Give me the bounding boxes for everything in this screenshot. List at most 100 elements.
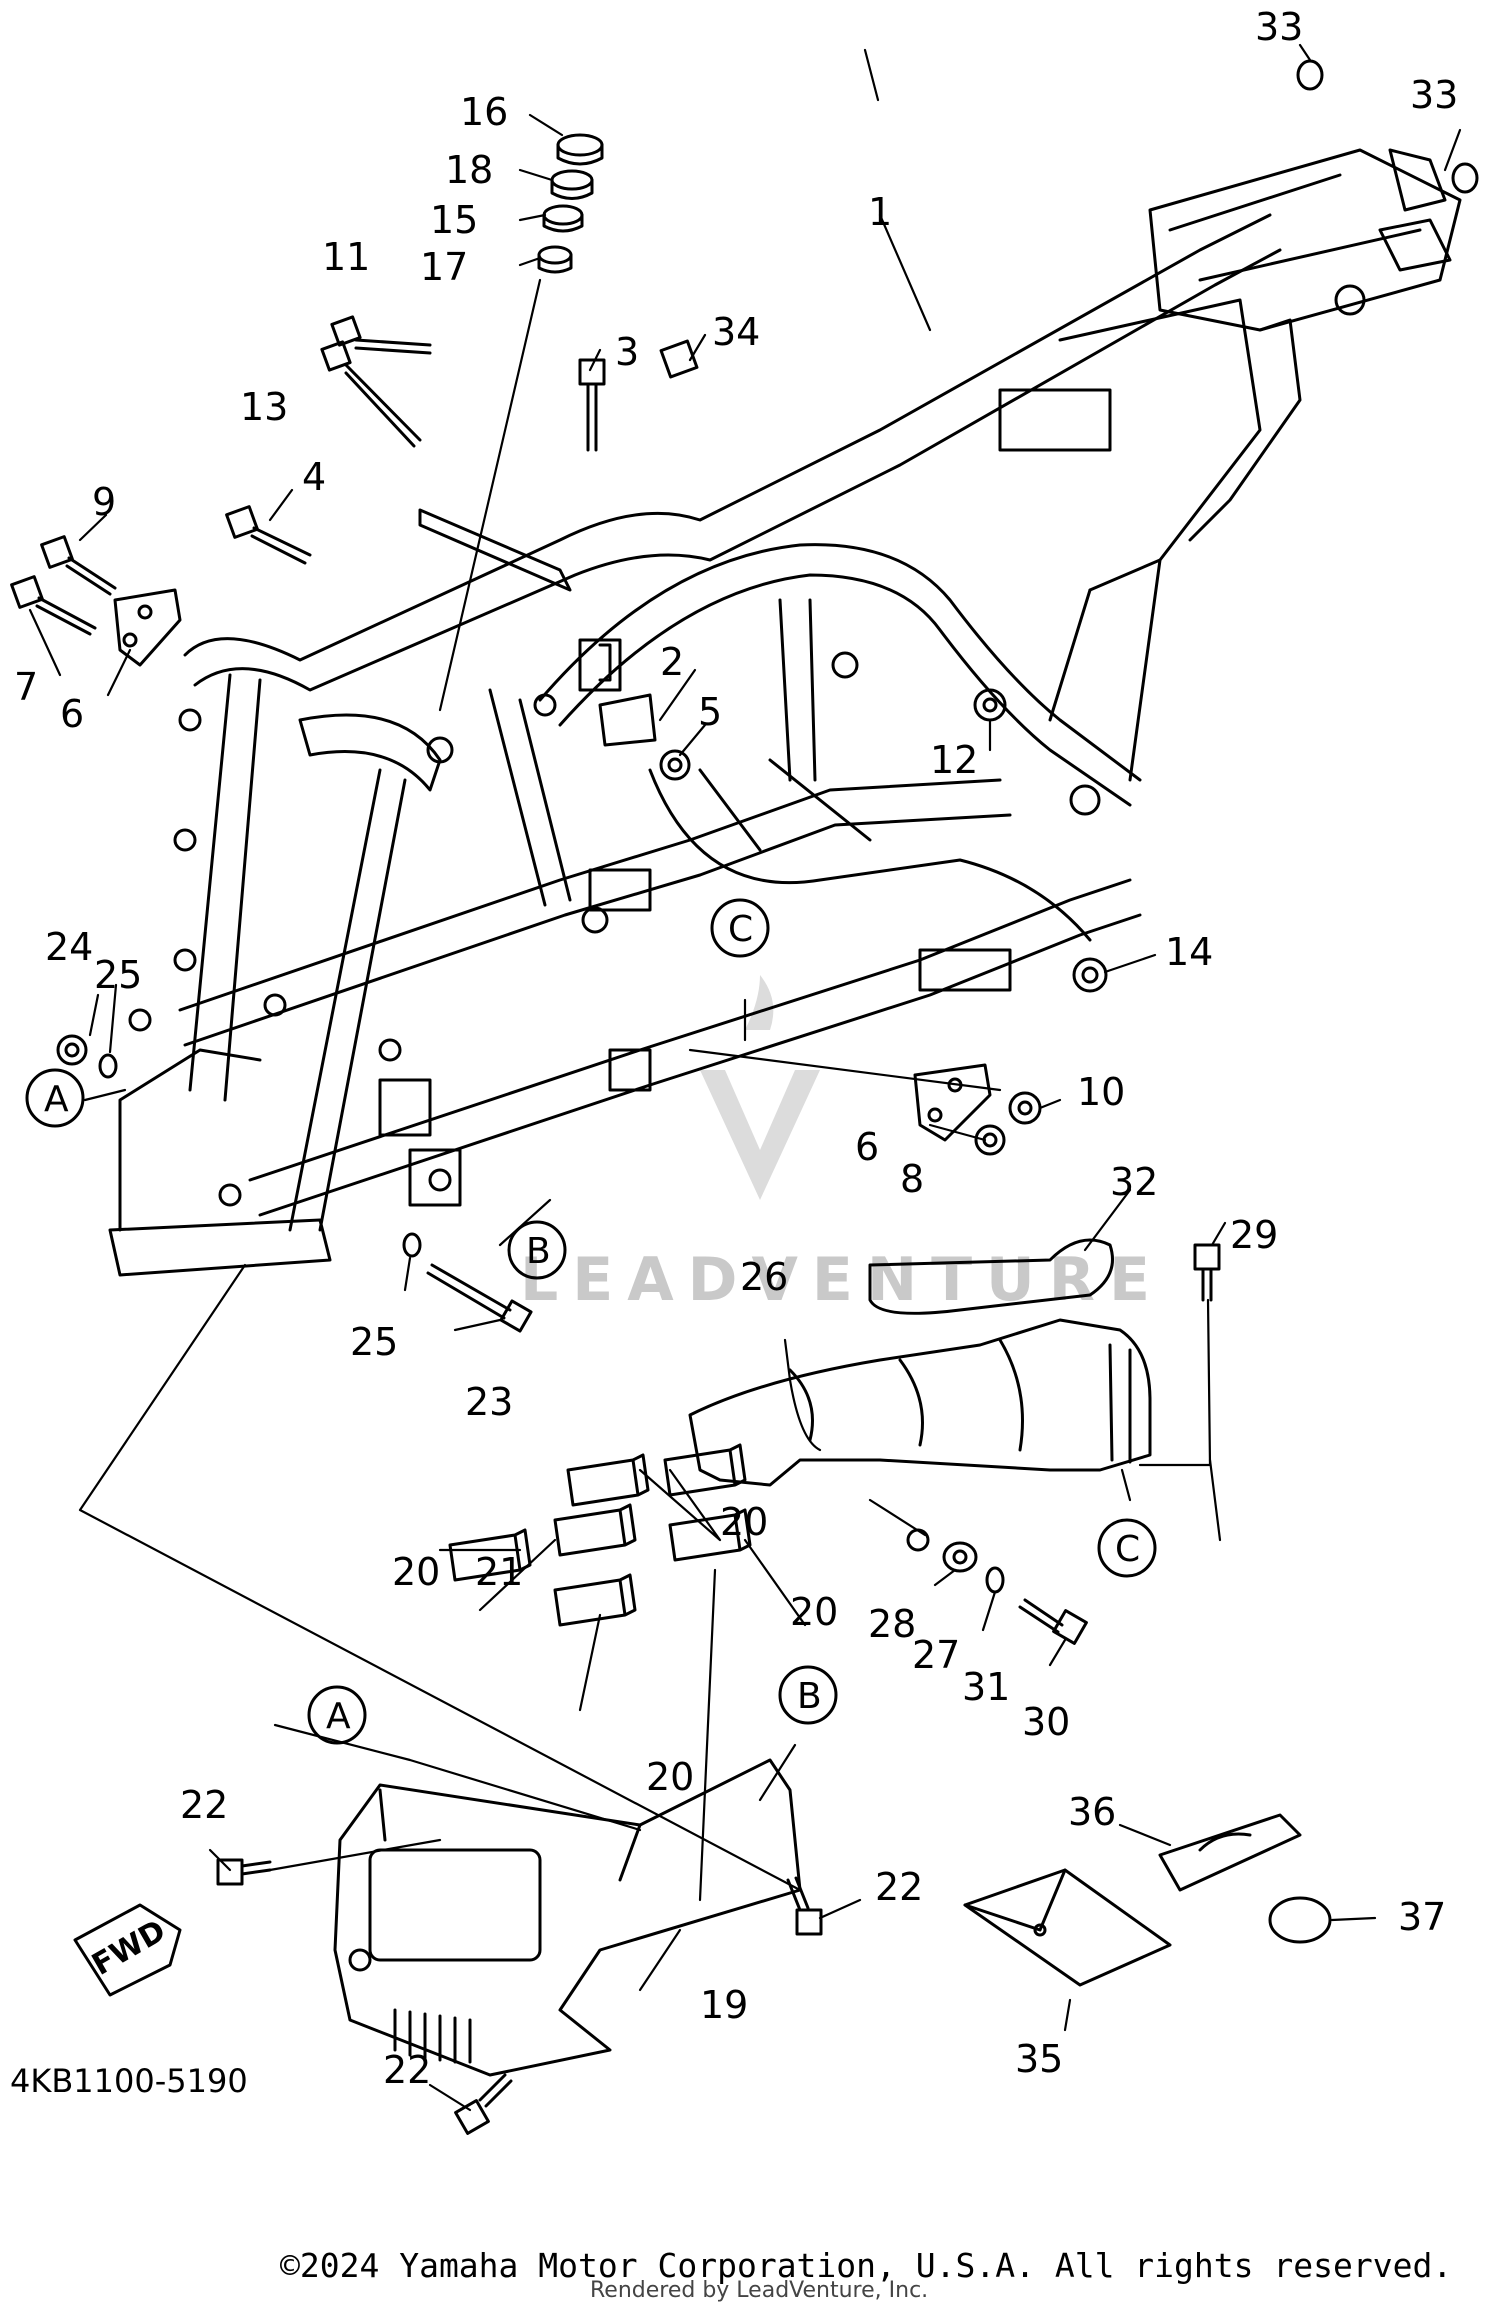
callout-33b: 33 [1410,73,1458,117]
bolt-29-icon [1193,1243,1221,1302]
svg-text:C: C [1115,1529,1140,1570]
callout-22c: 22 [383,2048,431,2092]
nut-5-icon [659,749,691,781]
callout-35: 35 [1015,2037,1063,2081]
callout-14: 14 [1165,930,1213,974]
frame-fasteners [10,59,1479,2135]
ref-marker-b2: B [778,1665,838,1725]
damper-20-c-icon [663,1443,747,1497]
callout-13: 13 [240,385,288,429]
callout-4: 4 [302,455,326,499]
ref-marker-c2: C [1097,1518,1157,1578]
callout-20b: 20 [392,1550,440,1594]
collar-33b-icon [1451,162,1479,194]
bolt-22a-icon [216,1858,272,1886]
owners-manual-35 [963,1868,1172,1987]
callout-9: 9 [92,480,116,524]
small-parts-27-28-31 [906,1528,1005,1594]
callout-30: 30 [1022,1700,1070,1744]
svg-text:C: C [728,909,753,950]
callout-20d: 20 [646,1755,694,1799]
callout-31: 31 [962,1665,1010,1709]
copyright-notice: ©2024 Yamaha Motor Corporation, U.S.A. A… [280,2246,1453,2285]
nut-14-icon [1072,957,1108,993]
insulator-32 [868,1238,1114,1315]
callout-24: 24 [45,925,93,969]
callout-11: 11 [322,235,370,279]
callout-36: 36 [1068,1790,1116,1834]
spacer-18-icon [550,169,594,200]
callout-26: 26 [740,1255,788,1299]
fwd-label: FWD [86,1913,171,1983]
part-code-label: 4KB1100-5190 [10,2062,248,2100]
bolt-4-icon [225,505,312,565]
callout-22b: 22 [875,1865,923,1909]
bolt-11-icon [330,315,432,355]
svg-text:B: B [797,1676,822,1717]
ref-marker-c1: C [710,898,770,958]
damper-27-icon [942,1541,978,1573]
bolt-9-icon [40,535,117,596]
svg-text:B: B [526,1231,551,1272]
svg-text:A: A [326,1696,351,1737]
callout-23: 23 [465,1380,513,1424]
callout-numbers: 33 33 1 16 18 15 17 11 13 3 34 4 9 7 6 2… [14,5,1458,2092]
callout-21: 21 [475,1550,523,1594]
collar-17-icon [537,245,573,274]
ref-marker-a2: A [307,1685,367,1745]
collar-28-icon [906,1528,930,1552]
callout-37: 37 [1398,1895,1446,1939]
skid-plate-19 [333,1758,802,2077]
callout-25a: 25 [94,953,142,997]
ref-marker-a1: A [25,1068,85,1128]
watermark-text: LEADVENTURE [520,1245,1164,1315]
nut-8-icon [974,1124,1006,1156]
ref-marker-b1: B [507,1220,567,1280]
callout-16: 16 [460,90,508,134]
rendered-by-notice: Rendered by LeadVenture, Inc. [590,2278,929,2303]
washer-25b-icon [402,1232,422,1258]
guard-26 [688,1318,1152,1487]
nut-24-icon [56,1034,88,1066]
callout-33a: 33 [1255,5,1303,49]
plate-6b-icon [913,1063,992,1142]
callout-5: 5 [698,690,722,734]
callout-1: 1 [868,190,892,234]
svg-text:A: A [44,1079,69,1120]
bolt-7-icon [10,575,97,636]
spacer-15-icon [542,204,584,233]
callout-20c: 20 [790,1590,838,1634]
frame-assembly [108,148,1462,1277]
damper-20-d-icon [668,1508,752,1562]
callout-10: 10 [1077,1070,1125,1114]
washer-25a-icon [98,1053,118,1079]
callout-3: 3 [615,330,639,374]
bolt-3-icon [578,358,606,452]
callout-19: 19 [700,1983,748,2027]
callout-18: 18 [445,148,493,192]
spacer-16-icon [556,133,604,166]
damper-20-b-icon [566,1453,650,1507]
callout-15: 15 [430,198,478,242]
bolt-22c-icon [454,2073,513,2135]
fwd-arrow-icon: FWD [73,1903,182,1997]
callout-8: 8 [900,1157,924,1201]
callout-22a: 22 [180,1783,228,1827]
grease-36 [1158,1813,1302,1892]
callout-7: 7 [14,665,38,709]
bolt-13-icon [320,340,422,448]
collar-33a-icon [1296,59,1324,91]
callout-25b: 25 [350,1320,398,1364]
callout-6b: 6 [855,1125,879,1169]
callout-29: 29 [1230,1213,1278,1257]
o-ring-37-icon [1268,1896,1332,1944]
callout-20a: 20 [720,1500,768,1544]
plate-6a-icon [113,588,182,667]
callout-2: 2 [660,640,684,684]
reference-markers: A A B B C C [25,898,1157,1745]
label-34-icon [659,339,699,379]
damper-21-icon [553,1503,637,1557]
callout-17: 17 [420,245,468,289]
